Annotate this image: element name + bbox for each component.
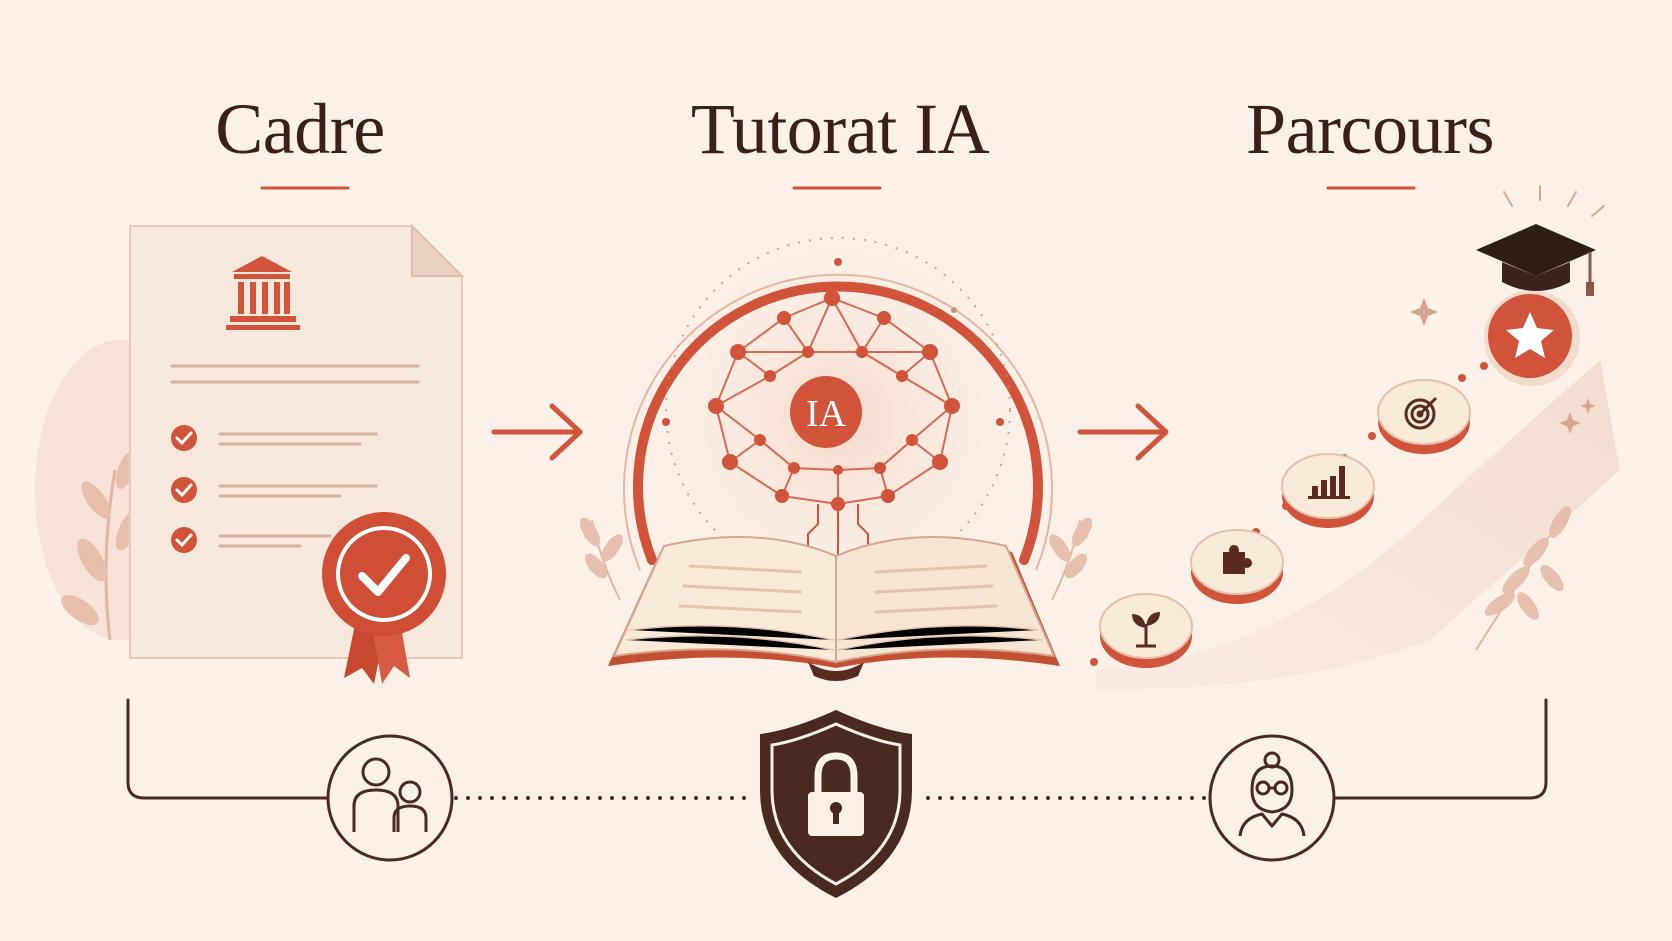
parent-child-icon bbox=[326, 734, 454, 862]
step-puzzle bbox=[1190, 529, 1284, 604]
flow-arrow-2 bbox=[1077, 403, 1169, 461]
flow-arrow-1 bbox=[491, 403, 583, 461]
target-icon bbox=[1404, 396, 1438, 430]
sprout-icon bbox=[1132, 612, 1160, 648]
document-text-lines bbox=[170, 364, 420, 384]
shield-lock-icon bbox=[760, 710, 912, 898]
leaf-branch-icon bbox=[579, 517, 1093, 601]
step-chart bbox=[1281, 453, 1375, 528]
bar-chart-icon bbox=[1308, 466, 1350, 499]
star-icon bbox=[1506, 312, 1554, 358]
title-parcours: Parcours bbox=[1246, 89, 1494, 169]
institution-icon bbox=[226, 256, 300, 330]
checklist-icon bbox=[171, 425, 378, 553]
step-star bbox=[1484, 290, 1580, 386]
step-sprout bbox=[1099, 593, 1193, 668]
neural-network-icon: IA bbox=[708, 290, 960, 556]
bottom-connector bbox=[126, 698, 1548, 800]
leaf-branch-icon bbox=[1475, 506, 1571, 651]
cadre-illustration bbox=[35, 223, 465, 684]
approval-seal-icon bbox=[322, 512, 446, 684]
sparkle-icon bbox=[1503, 185, 1605, 217]
step-target bbox=[1377, 379, 1471, 454]
puzzle-icon bbox=[1223, 545, 1252, 574]
graduation-cap-icon bbox=[1476, 224, 1596, 296]
parcours-illustration bbox=[1090, 185, 1620, 690]
tutorat-illustration: IA bbox=[579, 190, 1093, 681]
title-tutorat-ia: Tutorat IA bbox=[690, 89, 990, 169]
open-book-icon bbox=[608, 536, 1060, 681]
title-cadre: Cadre bbox=[215, 89, 385, 169]
ia-badge: IA bbox=[806, 393, 847, 435]
teacher-icon bbox=[1208, 734, 1336, 862]
